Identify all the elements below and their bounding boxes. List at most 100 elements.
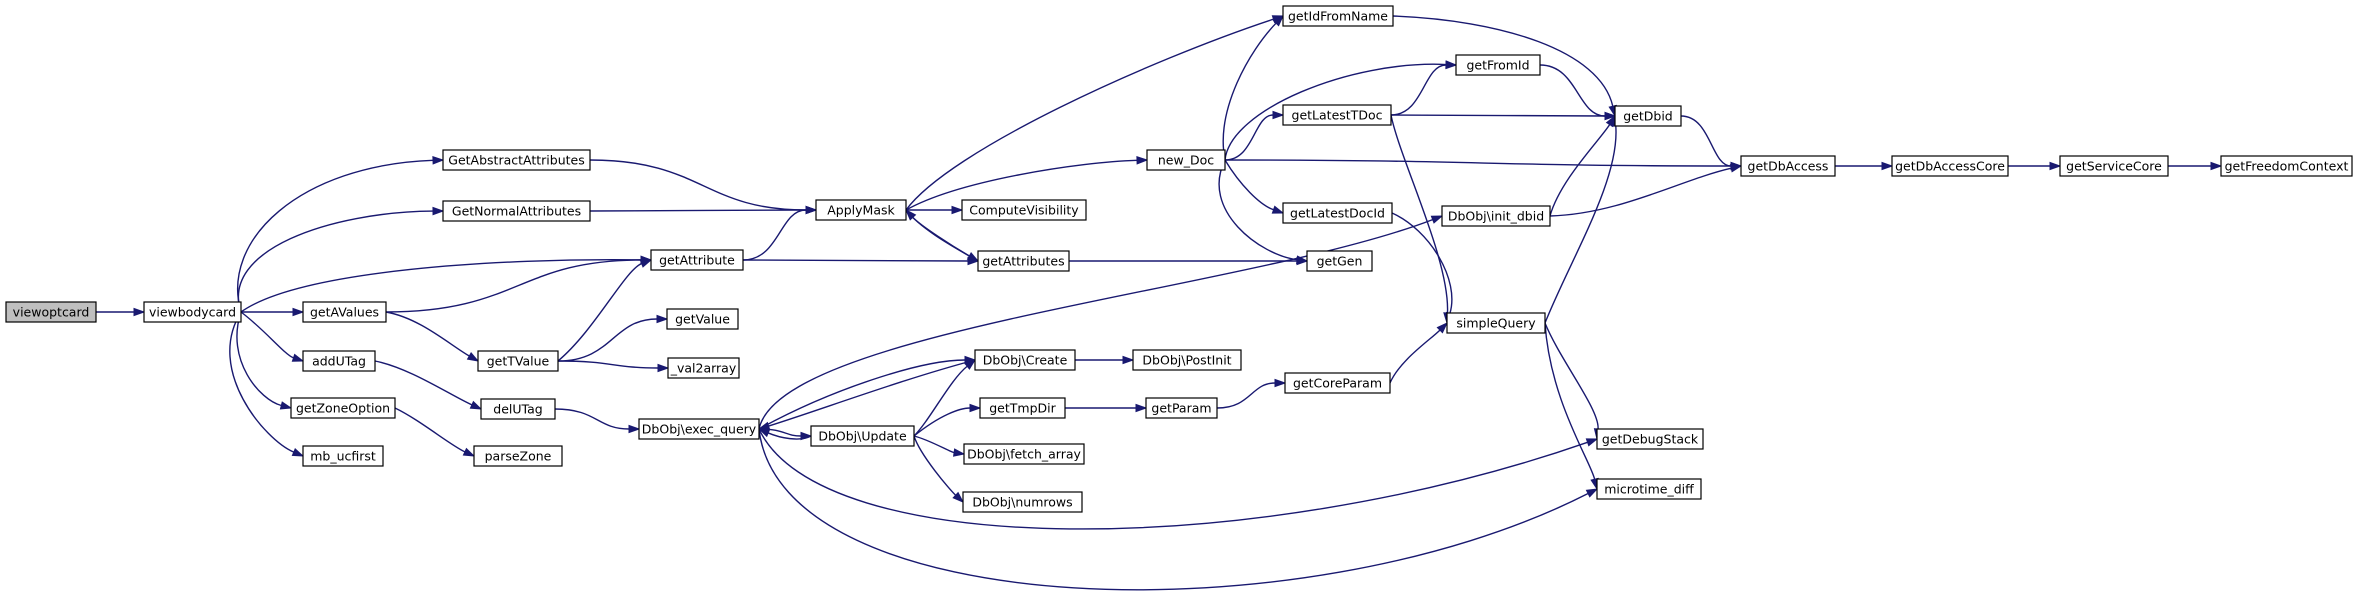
node-box bbox=[1282, 104, 1392, 126]
node-getAttributes[interactable]: getAttributes bbox=[977, 250, 1070, 272]
arrowhead-icon bbox=[1272, 14, 1285, 27]
node-parseZone[interactable]: parseZone bbox=[473, 445, 563, 467]
edge-line bbox=[1390, 114, 1606, 117]
edge-line bbox=[374, 360, 473, 406]
node-fetch-array[interactable]: DbObj\fetch_array bbox=[963, 443, 1085, 465]
edge-line bbox=[1549, 124, 1611, 217]
edge-line bbox=[1544, 322, 1599, 430]
node-label: DbObj\numrows bbox=[972, 495, 1072, 510]
node-box bbox=[1282, 5, 1394, 27]
node-label: DbObj\Create bbox=[983, 353, 1068, 368]
node-getZoneOption[interactable]: getZoneOption bbox=[290, 397, 396, 419]
node-getIdFromName[interactable]: getIdFromName bbox=[1282, 5, 1394, 27]
edge-line bbox=[905, 209, 970, 257]
edge-line bbox=[589, 159, 807, 211]
node-getAValues[interactable]: getAValues bbox=[302, 301, 387, 323]
node-label: getTmpDir bbox=[989, 401, 1056, 416]
node-init-dbid[interactable]: DbObj\init_dbid bbox=[1441, 205, 1551, 227]
node-label: ComputeVisibility bbox=[969, 203, 1079, 218]
edge-viewbodycard-to-addUTag bbox=[240, 311, 305, 362]
edge-line bbox=[758, 428, 1588, 530]
edge-Create-to-PostInit bbox=[1075, 355, 1135, 365]
node-viewbodycard[interactable]: viewbodycard bbox=[143, 301, 242, 323]
node-box bbox=[1614, 105, 1682, 127]
node-addUTag[interactable]: addUTag bbox=[302, 350, 376, 372]
node-getDebugStack[interactable]: getDebugStack bbox=[1596, 428, 1704, 450]
node-getCoreParam[interactable]: getCoreParam bbox=[1284, 372, 1391, 394]
node-getDbAccess[interactable]: getDbAccess bbox=[1740, 155, 1836, 177]
node-getTValue[interactable]: getTValue bbox=[477, 350, 559, 372]
edge-line bbox=[758, 428, 1589, 591]
edge-viewbodycard-to-GetNormalAttributes bbox=[237, 206, 445, 313]
node-GetAbstractAttributes[interactable]: GetAbstractAttributes bbox=[442, 149, 591, 171]
edge-line bbox=[236, 159, 434, 313]
arrowhead-icon bbox=[291, 447, 305, 457]
node-box bbox=[1455, 54, 1541, 76]
node-Update[interactable]: DbObj\Update bbox=[810, 425, 915, 447]
node-simpleQuery[interactable]: simpleQuery bbox=[1446, 312, 1546, 334]
node-label: getAValues bbox=[310, 305, 379, 320]
edge-line bbox=[1549, 167, 1732, 217]
node-box bbox=[1146, 149, 1226, 171]
node-label: new_Doc bbox=[1158, 153, 1214, 168]
node-getGen[interactable]: getGen bbox=[1306, 250, 1373, 272]
node-delUTag[interactable]: delUTag bbox=[480, 398, 556, 420]
node-box bbox=[442, 149, 591, 171]
edge-getLatestDocId-to-simpleQuery bbox=[1391, 212, 1455, 325]
node-ComputeVisibility[interactable]: ComputeVisibility bbox=[961, 199, 1087, 221]
node-new-Doc[interactable]: new_Doc bbox=[1146, 149, 1226, 171]
node-Create[interactable]: DbObj\Create bbox=[974, 349, 1076, 371]
node-getFromId[interactable]: getFromId bbox=[1455, 54, 1541, 76]
arrowhead-icon bbox=[1271, 205, 1285, 214]
node-ApplyMask[interactable]: ApplyMask bbox=[815, 199, 907, 221]
node-getAttribute[interactable]: getAttribute bbox=[650, 249, 744, 271]
node-getLatestTDoc[interactable]: getLatestTDoc bbox=[1282, 104, 1392, 126]
node-label: DbObj\init_dbid bbox=[1448, 209, 1544, 224]
edge-line bbox=[1390, 64, 1447, 116]
edge-Create-to-exec_query bbox=[757, 359, 976, 430]
node-box bbox=[1740, 155, 1836, 177]
arrowhead-icon bbox=[2210, 161, 2223, 171]
edge-line bbox=[1544, 322, 1596, 480]
node-label: getAttribute bbox=[659, 253, 735, 268]
edge-line bbox=[742, 209, 807, 261]
edge-getDbAccess-to-getDbAccessCore bbox=[1835, 161, 1894, 171]
node-exec-query[interactable]: DbObj\exec_query bbox=[638, 418, 760, 440]
node-getDbid[interactable]: getDbid bbox=[1614, 105, 1682, 127]
edge-line bbox=[1222, 22, 1277, 161]
node-getServiceCore[interactable]: getServiceCore bbox=[2059, 155, 2169, 177]
edge-new_Doc-to-getLatestDocId bbox=[1224, 159, 1285, 214]
arrowhead-icon bbox=[1272, 110, 1285, 120]
node-getDbAccessCore[interactable]: getDbAccessCore bbox=[1891, 155, 2009, 177]
arrowhead-icon bbox=[964, 359, 977, 370]
edge-getDbid-to-getDbAccess bbox=[1680, 115, 1743, 171]
node-getValue[interactable]: getValue bbox=[666, 308, 739, 330]
node-box bbox=[638, 418, 760, 440]
node-label: getAttributes bbox=[982, 254, 1064, 269]
node-viewoptcard[interactable]: viewoptcard bbox=[5, 301, 97, 323]
arrowhead-icon bbox=[628, 424, 641, 434]
node-label: getDbid bbox=[1623, 109, 1673, 124]
edge-line bbox=[1544, 125, 1617, 324]
node-box bbox=[815, 199, 907, 221]
node-box bbox=[1596, 478, 1702, 500]
node-box bbox=[302, 445, 384, 467]
node-getFreedomContext[interactable]: getFreedomContext bbox=[2220, 155, 2353, 177]
node-numrows[interactable]: DbObj\numrows bbox=[962, 491, 1083, 513]
node--val2array[interactable]: _val2array bbox=[667, 357, 740, 379]
node-GetNormalAttributes[interactable]: GetNormalAttributes bbox=[442, 200, 591, 222]
node-getTmpDir[interactable]: getTmpDir bbox=[979, 397, 1066, 419]
node-getParam[interactable]: getParam bbox=[1145, 397, 1218, 419]
edge-line bbox=[229, 311, 295, 453]
node-box bbox=[977, 250, 1070, 272]
node-PostInit[interactable]: DbObj\PostInit bbox=[1132, 349, 1242, 371]
node-box bbox=[302, 301, 387, 323]
node-mb-ucfirst[interactable]: mb_ucfirst bbox=[302, 445, 384, 467]
node-getLatestDocId[interactable]: getLatestDocId bbox=[1282, 202, 1393, 224]
node-microtime-diff[interactable]: microtime_diff bbox=[1596, 478, 1702, 500]
edge-GetNormalAttributes-to-ApplyMask bbox=[589, 205, 818, 215]
arrowhead-icon bbox=[133, 307, 146, 317]
edge-line bbox=[385, 311, 470, 357]
edge-line bbox=[758, 359, 966, 430]
edge-line bbox=[1224, 159, 1274, 211]
